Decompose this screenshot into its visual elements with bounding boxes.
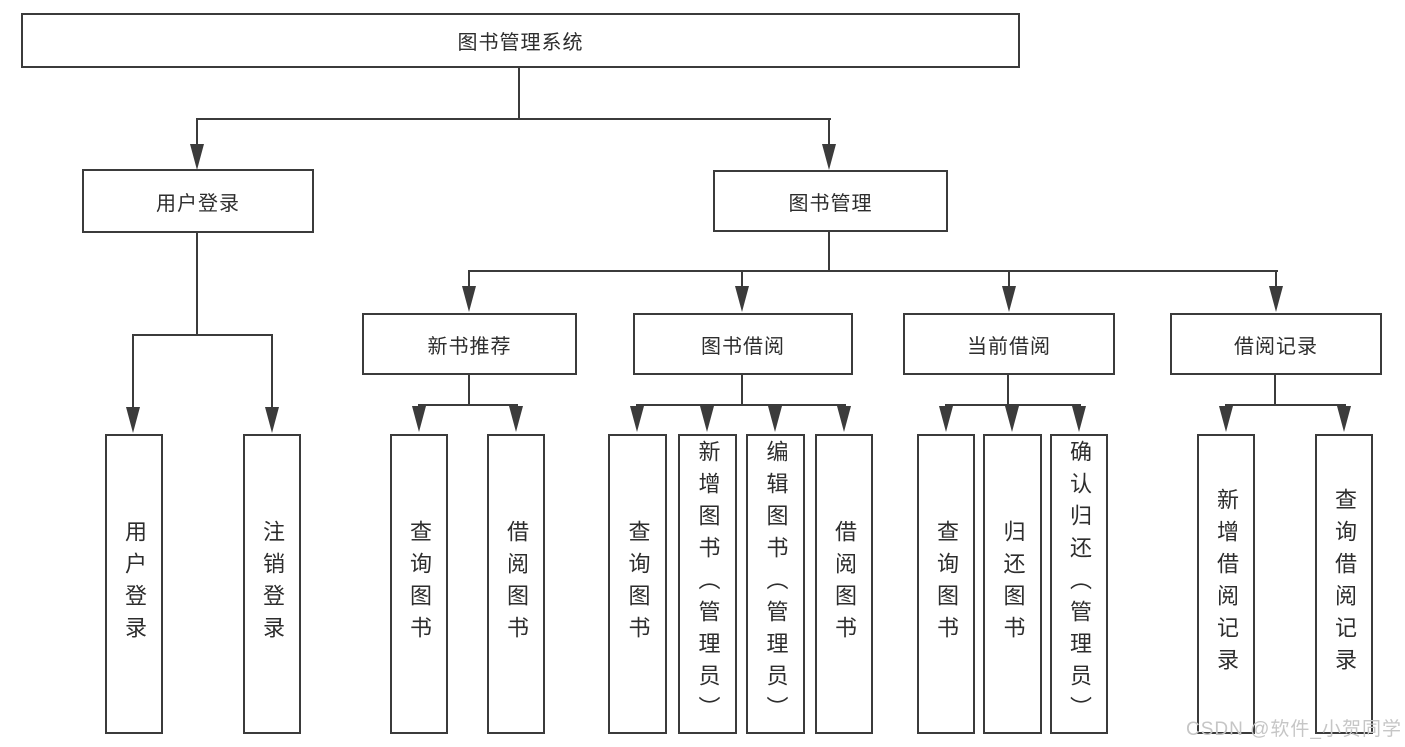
connector-userlogin-vline <box>196 233 198 335</box>
arrowhead-to-book-borrow <box>735 286 749 312</box>
connector-borrow-vline <box>741 375 743 406</box>
arrowhead-to-records-query <box>1337 406 1351 432</box>
leaf-borrow-edit-books-admin-label: 编辑图书（管理员） <box>763 440 789 728</box>
leaf-borrow-borrow-books-label: 借阅图书 <box>832 520 857 648</box>
leaf-records-query-record: 查询借阅记录 <box>1315 434 1373 734</box>
node-new-book-recommend: 新书推荐 <box>362 313 577 375</box>
connector-recommend-vline <box>468 375 470 406</box>
arrowhead-to-borrow-borrow <box>837 406 851 432</box>
connector-bookmgmt-hline <box>468 270 1278 272</box>
node-new-book-recommend-label: 新书推荐 <box>427 335 512 358</box>
node-system-root: 图书管理系统 <box>21 13 1020 68</box>
arrowhead-to-borrow-edit <box>768 406 782 432</box>
node-user-login: 用户登录 <box>82 169 314 233</box>
arrowhead-to-user-login <box>190 144 204 170</box>
arrowhead-to-current-query <box>939 406 953 432</box>
leaf-borrow-borrow-books: 借阅图书 <box>815 434 873 734</box>
connector-userlogin-hline <box>132 334 273 336</box>
connector-borrow-hline <box>636 404 846 406</box>
node-borrow-records: 借阅记录 <box>1170 313 1382 375</box>
node-system-root-label: 图书管理系统 <box>457 32 584 54</box>
connector-bookmgmt-stem-3 <box>1008 271 1010 287</box>
node-book-borrow: 图书借阅 <box>633 313 853 375</box>
connector-records-vline <box>1274 375 1276 406</box>
arrowhead-to-new-book-recommend <box>462 286 476 312</box>
leaf-recommend-query-books-label: 查询图书 <box>407 520 432 648</box>
node-book-management: 图书管理 <box>713 170 948 232</box>
connector-bookmgmt-vline <box>828 232 830 272</box>
leaf-records-add-record-label: 新增借阅记录 <box>1214 488 1239 680</box>
connector-root-stem-right <box>828 119 830 146</box>
arrowhead-to-borrow-add <box>700 406 714 432</box>
arrowhead-to-recommend-query <box>412 406 426 432</box>
leaf-borrow-add-books-admin: 新增图书（管理员） <box>678 434 737 734</box>
connector-root-stem-left <box>196 119 198 146</box>
arrowhead-to-borrow-records <box>1269 286 1283 312</box>
leaf-borrow-query-books-label: 查询图书 <box>625 520 651 648</box>
connector-records-hline <box>1225 404 1346 406</box>
connector-userlogin-stem-2 <box>271 335 273 408</box>
node-book-management-label: 图书管理 <box>788 192 873 215</box>
leaf-logout-label: 注销登录 <box>260 520 285 648</box>
leaf-current-confirm-return-admin-label: 确认归还（管理员） <box>1067 440 1092 728</box>
leaf-logout: 注销登录 <box>243 434 301 734</box>
arrowhead-to-borrow-query <box>630 406 644 432</box>
connector-bookmgmt-stem-1 <box>468 271 470 287</box>
connector-current-hline <box>945 404 1081 406</box>
csdn-watermark: CSDN @软件_小贺同学 <box>1186 719 1402 740</box>
leaf-current-query-books: 查询图书 <box>917 434 975 734</box>
arrowhead-to-recommend-borrow <box>509 406 523 432</box>
arrowhead-to-current-return <box>1005 406 1019 432</box>
arrowhead-to-leaf-user-login <box>126 407 140 433</box>
leaf-borrow-query-books: 查询图书 <box>608 434 667 734</box>
connector-current-vline <box>1007 375 1009 406</box>
node-user-login-label: 用户登录 <box>156 192 240 215</box>
leaf-recommend-borrow-books-label: 借阅图书 <box>504 520 529 648</box>
arrowhead-to-leaf-logout <box>265 407 279 433</box>
node-current-borrow-label: 当前借阅 <box>967 335 1051 358</box>
leaf-user-login: 用户登录 <box>105 434 163 734</box>
node-borrow-records-label: 借阅记录 <box>1234 335 1318 358</box>
leaf-records-add-record: 新增借阅记录 <box>1197 434 1255 734</box>
leaf-current-confirm-return-admin: 确认归还（管理员） <box>1050 434 1108 734</box>
arrowhead-to-current-borrow <box>1002 286 1016 312</box>
leaf-borrow-edit-books-admin: 编辑图书（管理员） <box>746 434 805 734</box>
connector-bookmgmt-stem-2 <box>741 271 743 287</box>
connector-root-vline <box>518 68 520 119</box>
connector-recommend-hline <box>418 404 518 406</box>
leaf-borrow-add-books-admin-label: 新增图书（管理员） <box>695 440 721 728</box>
leaf-current-return-books-label: 归还图书 <box>1000 520 1026 648</box>
leaf-user-login-label: 用户登录 <box>122 520 147 648</box>
arrowhead-to-current-confirm <box>1072 406 1086 432</box>
leaf-recommend-borrow-books: 借阅图书 <box>487 434 545 734</box>
arrowhead-to-records-add <box>1219 406 1233 432</box>
connector-bookmgmt-stem-4 <box>1275 271 1277 287</box>
connector-userlogin-stem-1 <box>132 335 134 408</box>
leaf-records-query-record-label: 查询借阅记录 <box>1332 488 1357 680</box>
leaf-current-return-books: 归还图书 <box>983 434 1042 734</box>
node-current-borrow: 当前借阅 <box>903 313 1115 375</box>
node-book-borrow-label: 图书借阅 <box>701 335 785 358</box>
leaf-recommend-query-books: 查询图书 <box>390 434 448 734</box>
arrowhead-to-book-management <box>822 144 836 170</box>
leaf-current-query-books-label: 查询图书 <box>934 520 959 648</box>
connector-root-hline <box>196 118 831 120</box>
